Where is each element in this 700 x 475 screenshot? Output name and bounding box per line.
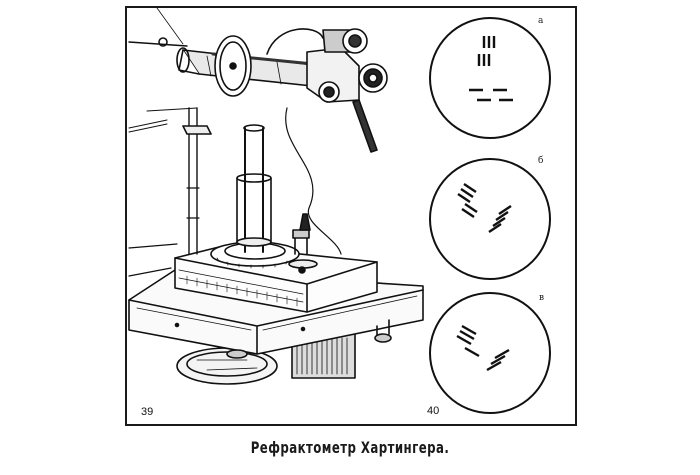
handle: [352, 99, 378, 153]
view-circle-a: [429, 17, 551, 139]
view-label-v: в: [539, 293, 545, 303]
marks-b: [457, 183, 512, 233]
refractometer-drawing: [128, 8, 551, 414]
figure-number-39: 39: [141, 406, 154, 418]
lever-knob: [299, 213, 311, 231]
marks-a: [469, 36, 513, 102]
figure-number-40: 40: [427, 405, 440, 417]
illustration-plate: 39 40 а б в: [125, 6, 577, 426]
view-circle-b: [429, 158, 551, 280]
view-label-a: а: [538, 16, 544, 26]
cable: [266, 28, 324, 55]
vertical-column: [244, 127, 264, 253]
view-label-b: б: [538, 156, 544, 166]
figure-caption: Рефрактометр Хартингера.: [250, 438, 450, 457]
marks-v: [456, 324, 510, 372]
view-circle-v: [429, 292, 551, 414]
